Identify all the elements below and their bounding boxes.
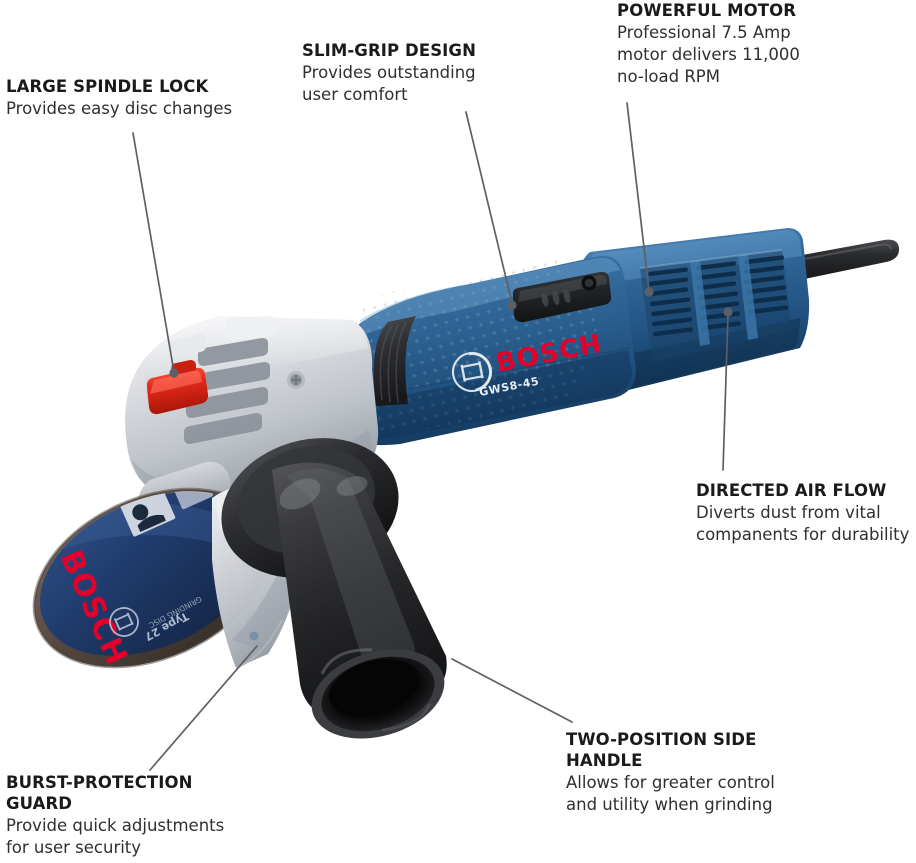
- collar-ring: [373, 316, 416, 406]
- callout-title: SLIM-GRIP DESIGN: [302, 41, 476, 60]
- callout-desc: Professional 7.5 Amp motor delivers 11,0…: [617, 23, 800, 86]
- head-vent-slots: [184, 338, 270, 444]
- callout-title: DIRECTED AIR FLOW: [696, 481, 887, 500]
- callout-desc: Provide quick adjustments for user secur…: [6, 816, 225, 858]
- power-switch[interactable]: [512, 271, 612, 323]
- callout-desc: Allows for greater control and utility w…: [566, 773, 775, 815]
- callout-desc: Diverts dust from vital companents for d…: [696, 503, 910, 545]
- callout-slim-grip: SLIM-GRIP DESIGN Provides outstanding us…: [302, 40, 512, 106]
- callout-title: POWERFUL MOTOR: [617, 1, 797, 20]
- air-vents: [640, 250, 792, 362]
- callout-title: LARGE SPINDLE LOCK: [6, 77, 209, 96]
- callout-directed-air-flow: DIRECTED AIR FLOW Diverts dust from vita…: [696, 480, 916, 546]
- callout-title: BURST-PROTECTION GUARD: [6, 773, 193, 814]
- callout-title: TWO-POSITION SIDE HANDLE: [566, 730, 757, 771]
- callout-burst-protection-guard: BURST-PROTECTION GUARD Provide quick adj…: [6, 772, 246, 859]
- grinding-disc: BOSCH Type 27 GRINDING DISC: [32, 472, 272, 671]
- callout-two-position-side-handle: TWO-POSITION SIDE HANDLE Allows for grea…: [566, 729, 796, 816]
- side-handle[interactable]: [205, 418, 455, 753]
- callout-desc: Provides outstanding user comfort: [302, 63, 476, 105]
- callout-powerful-motor: POWERFUL MOTOR Professional 7.5 Amp moto…: [617, 0, 817, 88]
- callout-spindle-lock: LARGE SPINDLE LOCK Provides easy disc ch…: [6, 76, 256, 120]
- grinder-body: BOSCH GWS8-45: [335, 255, 636, 446]
- callout-desc: Provides easy disc changes: [6, 99, 233, 119]
